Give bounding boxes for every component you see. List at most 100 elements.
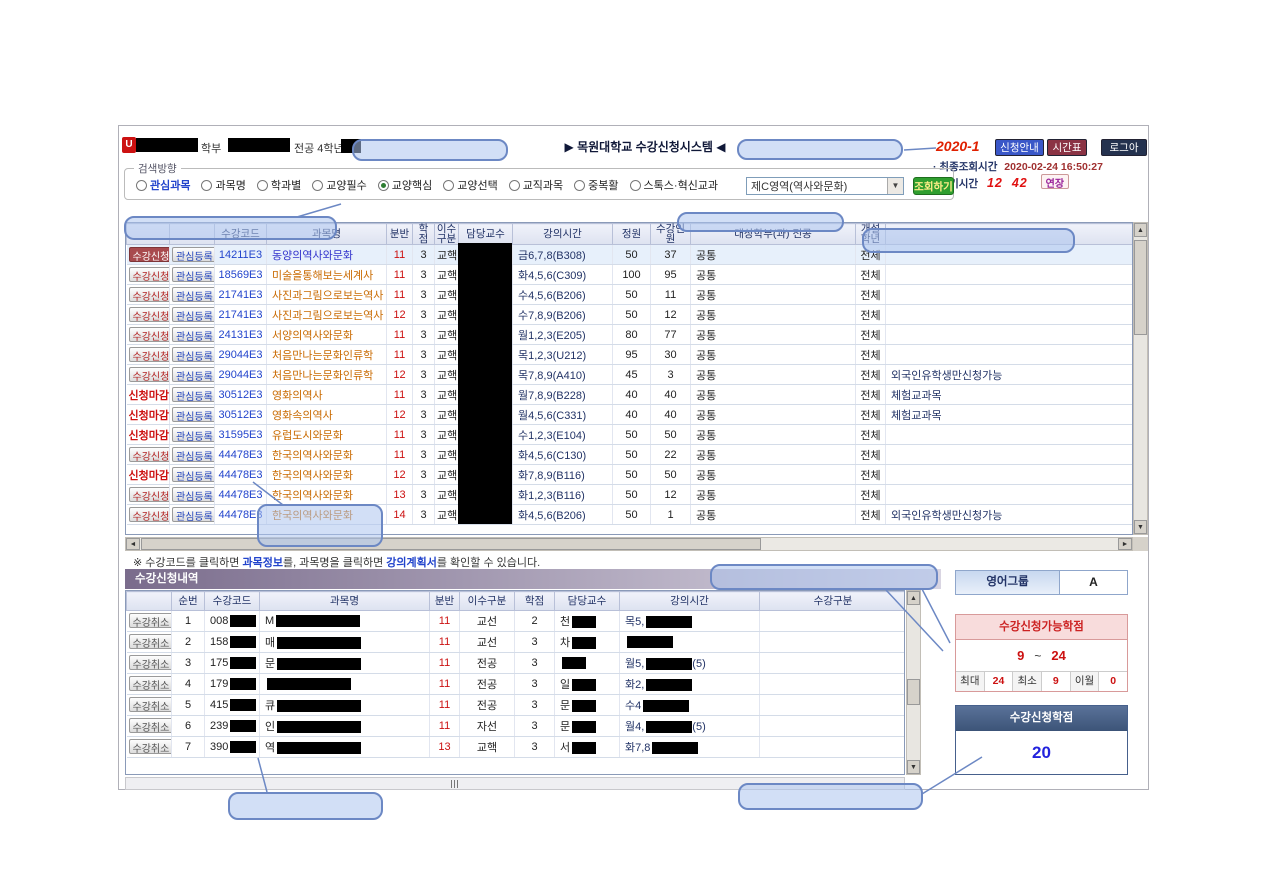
- cancel-button[interactable]: 수강취소: [128, 676, 171, 692]
- course-code-link[interactable]: 44478E3: [218, 488, 263, 501]
- favorite-button[interactable]: 관심등록: [172, 386, 214, 403]
- cell-capacity: 50: [612, 284, 651, 305]
- course-name-link[interactable]: 영화속의역사: [272, 409, 333, 422]
- guide-button[interactable]: 신청안내: [995, 139, 1044, 156]
- favorite-button[interactable]: 관심등록: [172, 326, 214, 343]
- course-name-link[interactable]: 한국의역사와문화: [272, 449, 353, 462]
- radio-icon[interactable]: [508, 179, 520, 191]
- course-name-link[interactable]: 한국의역사와문화: [272, 469, 353, 482]
- register-button[interactable]: 수강신청: [128, 486, 169, 503]
- scroll-up-button[interactable]: ▲: [907, 591, 920, 605]
- available-credits-title: 수강신청가능학점: [956, 615, 1127, 640]
- course-name-link[interactable]: 동양의역사와문화: [272, 249, 353, 262]
- register-button[interactable]: 수강신청: [128, 446, 169, 463]
- favorite-button[interactable]: 관심등록: [172, 486, 214, 503]
- radio-icon[interactable]: [377, 179, 389, 191]
- course-code-link[interactable]: 30512E3: [218, 408, 263, 421]
- scroll-right-button[interactable]: ►: [1118, 538, 1132, 550]
- vscroll-thumb[interactable]: [907, 679, 920, 705]
- radio-option-1[interactable]: 관심과목: [136, 177, 190, 193]
- register-button[interactable]: 수강신청: [128, 506, 169, 523]
- favorite-button[interactable]: 관심등록: [172, 246, 214, 263]
- radio-option-2[interactable]: 과목명: [201, 177, 246, 193]
- vscroll-thumb[interactable]: [1134, 240, 1147, 335]
- radio-icon[interactable]: [312, 179, 324, 191]
- radio-icon[interactable]: [629, 179, 641, 191]
- register-button[interactable]: 수강신청: [128, 266, 169, 283]
- course-name-link[interactable]: 사진과그림으로보는역사: [272, 309, 384, 322]
- course-name-link[interactable]: 사진과그림으로보는역사: [272, 289, 384, 302]
- course-code-link[interactable]: 14211E3: [218, 248, 263, 261]
- favorite-button[interactable]: 관심등록: [172, 266, 214, 283]
- enrolled-table-vscrollbar[interactable]: ▲ ▼: [906, 590, 921, 775]
- course-code-link[interactable]: 21741E3: [218, 308, 263, 321]
- course-name-link[interactable]: 서양의역사와문화: [272, 329, 353, 342]
- cancel-button[interactable]: 수강취소: [128, 718, 171, 734]
- radio-icon[interactable]: [201, 179, 213, 191]
- radio-option-3[interactable]: 학과별: [256, 177, 301, 193]
- scroll-down-button[interactable]: ▼: [1134, 520, 1147, 534]
- course-name-link[interactable]: 처음만나는문화인류학: [272, 349, 374, 362]
- course-code-link[interactable]: 31595E3: [218, 428, 263, 441]
- course-info-link[interactable]: 과목정보: [242, 557, 283, 569]
- main-table-vscrollbar[interactable]: ▲ ▼: [1133, 222, 1148, 535]
- radio-icon[interactable]: [256, 179, 268, 191]
- cancel-button[interactable]: 수강취소: [128, 613, 171, 629]
- search-button[interactable]: 조회하기: [913, 177, 954, 195]
- course-code-link[interactable]: 44478E3: [218, 448, 263, 461]
- course-code-link[interactable]: 29044E3: [218, 348, 263, 361]
- cancel-button[interactable]: 수강취소: [128, 739, 171, 755]
- radio-option-8[interactable]: 중복활: [574, 177, 619, 193]
- syllabus-link[interactable]: 강의계획서: [386, 557, 437, 569]
- category-select[interactable]: 제C영역(역사와문화) ▼: [746, 177, 904, 195]
- favorite-button[interactable]: 관심등록: [172, 286, 214, 303]
- register-button[interactable]: 수강신청: [128, 346, 169, 363]
- radio-option-6[interactable]: 교양선택: [443, 177, 498, 193]
- register-button[interactable]: 수강신청: [128, 286, 169, 303]
- course-code-link[interactable]: 18569E3: [218, 268, 263, 281]
- scroll-left-button[interactable]: ◄: [126, 538, 140, 550]
- course-code-link[interactable]: 21741E3: [218, 288, 263, 301]
- favorite-button[interactable]: 관심등록: [172, 406, 214, 423]
- favorite-button[interactable]: 관심등록: [172, 306, 214, 323]
- radio-icon[interactable]: [574, 179, 586, 191]
- favorite-button[interactable]: 관심등록: [172, 466, 214, 483]
- extend-button[interactable]: 연장: [1040, 174, 1070, 190]
- radio-option-5[interactable]: 교양핵심: [377, 177, 432, 193]
- register-button[interactable]: 수강신청: [128, 366, 169, 383]
- radio-icon[interactable]: [136, 179, 147, 191]
- course-code-link[interactable]: 44478E3: [218, 508, 263, 521]
- course-code-link[interactable]: 29044E3: [218, 368, 263, 381]
- radio-option-9[interactable]: 스톡스·혁신교과: [629, 177, 718, 193]
- course-name-link[interactable]: 한국의역사와문화: [272, 489, 353, 502]
- favorite-button[interactable]: 관심등록: [172, 346, 214, 363]
- cancel-button[interactable]: 수강취소: [128, 697, 171, 713]
- scroll-down-button[interactable]: ▼: [907, 760, 920, 774]
- scroll-up-button[interactable]: ▲: [1134, 223, 1147, 237]
- favorite-button[interactable]: 관심등록: [172, 446, 214, 463]
- logout-button[interactable]: 로그아웃: [1101, 139, 1147, 169]
- splitter-grip[interactable]: [451, 780, 458, 788]
- course-name-link[interactable]: 유럽도시와문화: [272, 429, 343, 442]
- register-button[interactable]: 수강신청: [128, 306, 169, 323]
- course-code-link[interactable]: 30512E3: [218, 388, 263, 401]
- cancel-button[interactable]: 수강취소: [128, 634, 171, 650]
- register-button[interactable]: 수강신청: [128, 246, 169, 263]
- course-name-link[interactable]: 영화의역사: [272, 389, 323, 402]
- course-code-link[interactable]: 44478E3: [218, 468, 263, 481]
- cell-time: 월5,(5): [619, 652, 760, 674]
- hscroll-thumb[interactable]: [141, 538, 761, 550]
- favorite-button[interactable]: 관심등록: [172, 506, 214, 523]
- course-name-link[interactable]: 처음만나는문화인류학: [272, 369, 374, 382]
- favorite-button[interactable]: 관심등록: [172, 426, 214, 443]
- register-button[interactable]: 수강신청: [128, 326, 169, 343]
- timetable-button[interactable]: 시간표: [1047, 139, 1087, 156]
- dropdown-arrow-icon[interactable]: ▼: [887, 178, 903, 194]
- course-code-link[interactable]: 24131E3: [218, 328, 263, 341]
- cancel-button[interactable]: 수강취소: [128, 655, 171, 671]
- radio-icon[interactable]: [443, 179, 455, 191]
- radio-option-4[interactable]: 교양필수: [312, 177, 367, 193]
- favorite-button[interactable]: 관심등록: [172, 366, 214, 383]
- course-name-link[interactable]: 미술을통해보는세계사: [272, 269, 374, 282]
- radio-option-7[interactable]: 교직과목: [508, 177, 563, 193]
